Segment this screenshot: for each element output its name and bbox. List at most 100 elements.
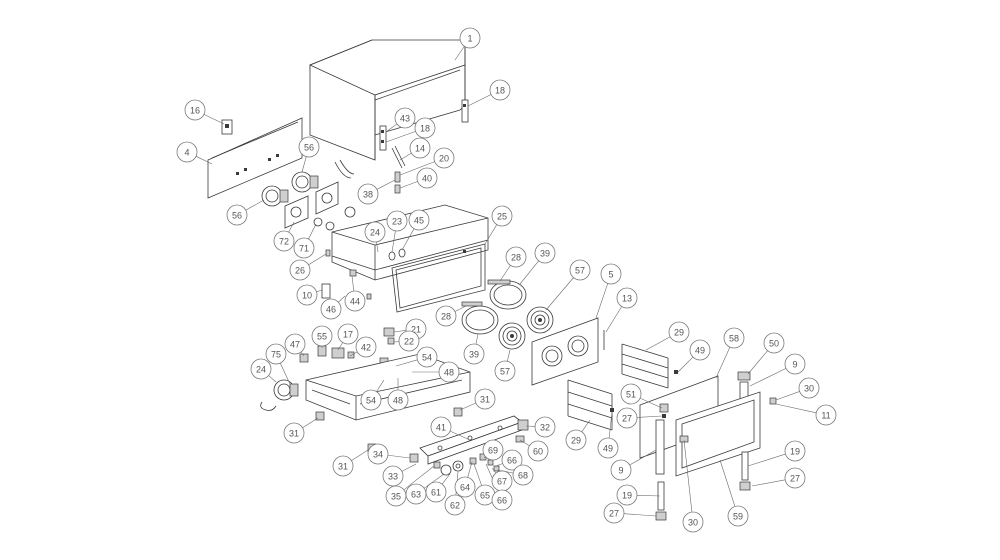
- callout-40: 40: [416, 167, 438, 189]
- callout-bubble: [283, 422, 305, 444]
- callout-leader-21: [393, 330, 407, 333]
- small-parts-26-10-44-46: [321, 249, 372, 300]
- elbow-pipe: [334, 159, 355, 179]
- callout-28: 28: [505, 246, 527, 268]
- callout-bubble: [491, 489, 513, 511]
- callout-bubble: [459, 27, 481, 49]
- callout-bubble: [727, 505, 749, 527]
- callout-bubble: [438, 361, 460, 383]
- callout-leader-60: [519, 439, 530, 447]
- callout-bubble: [332, 455, 354, 477]
- callout-59: 59: [727, 505, 749, 527]
- callout-leader-24: [376, 241, 379, 253]
- bracket-32-34-60: [409, 419, 529, 463]
- callout-72: 72: [273, 230, 295, 252]
- callout-label: 72: [279, 237, 289, 247]
- callout-10: 10: [296, 284, 318, 306]
- callout-68: 68: [512, 464, 534, 486]
- callout-leader-54: [376, 379, 385, 392]
- callout-33: 33: [382, 465, 404, 487]
- door-frame-9: [655, 419, 665, 475]
- callout-label: 57: [575, 266, 585, 276]
- callout-bubble: [597, 437, 619, 459]
- callout-label: 28: [441, 312, 451, 322]
- callout-66: 66: [501, 449, 523, 471]
- callout-leader-59: [719, 459, 736, 507]
- callout-42: 42: [355, 336, 377, 358]
- callout-bubble: [444, 494, 466, 516]
- fan-motor-24: [260, 379, 299, 411]
- callout-label: 57: [500, 367, 510, 377]
- callout-label: 58: [729, 334, 739, 344]
- callout-label: 16: [190, 106, 200, 116]
- callout-label: 18: [420, 124, 430, 134]
- callout-bubble: [337, 323, 359, 345]
- callout-label: 62: [450, 501, 460, 511]
- callout-bubble: [494, 360, 516, 382]
- callout-bubble: [298, 136, 320, 158]
- callout-label: 19: [790, 447, 800, 457]
- callout-leader-27: [751, 479, 786, 487]
- callout-label: 29: [674, 328, 684, 338]
- callout-13: 13: [616, 287, 638, 309]
- callout-67: 67: [491, 470, 513, 492]
- callout-label: 27: [790, 474, 800, 484]
- callout-bubble: [226, 204, 248, 226]
- callout-bubble: [723, 327, 745, 349]
- callout-14: 14: [409, 137, 431, 159]
- callout-label: 31: [289, 429, 299, 439]
- callout-label: 67: [497, 477, 507, 487]
- callout-label: 68: [518, 471, 528, 481]
- callout-label: 39: [469, 350, 479, 360]
- callout-leader-5: [595, 283, 609, 319]
- callout-18: 18: [414, 117, 436, 139]
- callout-22: 22: [398, 330, 420, 352]
- callout-27: 27: [784, 467, 806, 489]
- callout-label: 34: [373, 450, 383, 460]
- callout-bubble: [382, 465, 404, 487]
- callout-leader-40: [399, 181, 418, 189]
- callout-31: 31: [332, 455, 354, 477]
- callout-leader-28: [499, 265, 511, 282]
- callout-60: 60: [527, 440, 549, 462]
- callout-label: 31: [480, 395, 490, 405]
- callout-16: 16: [184, 99, 206, 121]
- callout-label: 60: [533, 447, 543, 457]
- callout-label: 27: [609, 509, 619, 519]
- callout-bubble: [784, 440, 806, 462]
- callout-leader-14: [399, 152, 412, 161]
- heating-element-lower: [461, 301, 499, 335]
- callout-4: 4: [176, 141, 198, 163]
- cabinet-bracket-18: [461, 99, 469, 123]
- callout-75: 75: [265, 343, 287, 365]
- callout-leader-57: [507, 349, 511, 362]
- callout-leader-17: [337, 342, 343, 351]
- callout-71: 71: [293, 237, 315, 259]
- callout-label: 43: [400, 114, 410, 124]
- callout-label: 49: [603, 444, 613, 454]
- callout-bubble: [311, 325, 333, 347]
- callout-leader-26: [308, 253, 327, 266]
- callout-bubble: [616, 484, 638, 506]
- callout-leader-45: [401, 228, 415, 251]
- callout-bubble: [610, 459, 632, 481]
- callout-11: 11: [815, 404, 837, 426]
- callout-27: 27: [603, 502, 625, 524]
- callout-56: 56: [226, 204, 248, 226]
- callout-label: 4: [184, 148, 189, 158]
- callout-label: 41: [436, 423, 446, 433]
- callout-leader-56: [245, 199, 265, 211]
- callout-43: 43: [394, 107, 416, 129]
- callout-leader-75: [279, 362, 291, 385]
- callout-31: 31: [474, 388, 496, 410]
- door-seal-25: [391, 243, 486, 313]
- callout-bubble: [394, 107, 416, 129]
- callout-bubble: [454, 476, 476, 498]
- callout-bubble: [815, 404, 837, 426]
- callout-label: 1: [467, 34, 472, 44]
- callout-leader-35: [403, 465, 435, 491]
- callout-bubble: [184, 99, 206, 121]
- callout-bubble: [176, 141, 198, 163]
- callout-bubble: [416, 167, 438, 189]
